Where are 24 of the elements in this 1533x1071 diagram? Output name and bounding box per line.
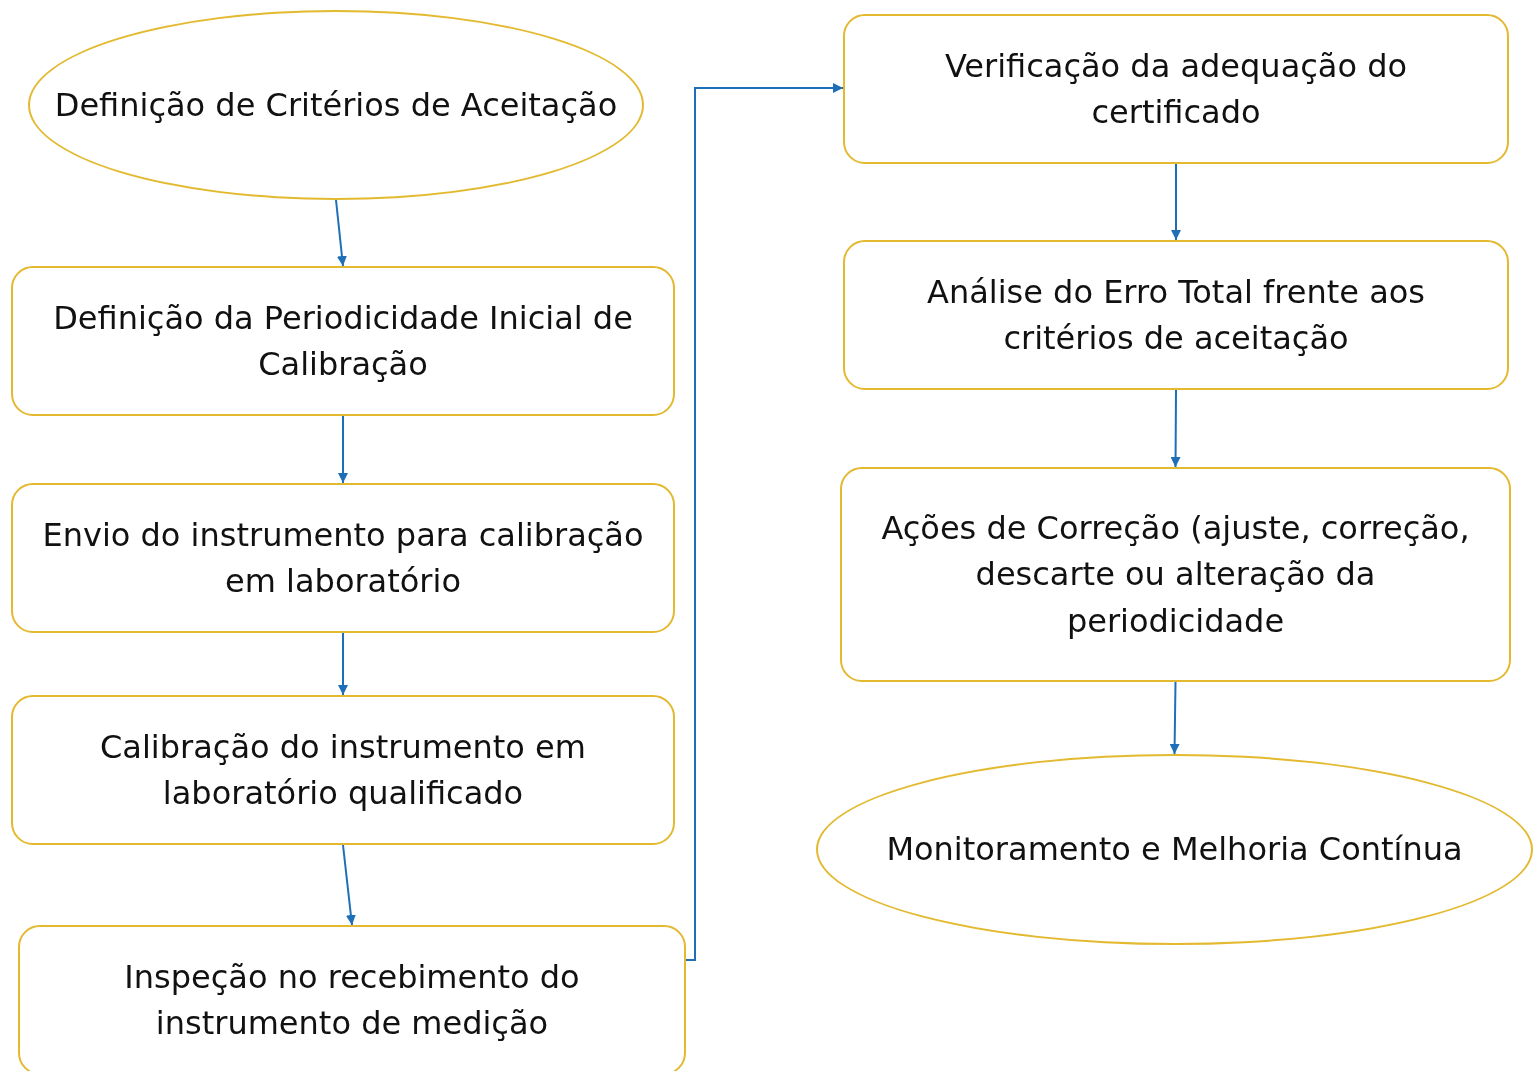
step-label: Monitoramento e Melhoria Contínua: [886, 829, 1463, 871]
step-label: Definição da Periodicidade Inicial de Calibração: [52, 297, 634, 385]
process-box: [11, 266, 675, 416]
step-label: Envio do instrumento para calibração em laboratório: [41, 514, 645, 602]
arrow: [1169, 681, 1180, 755]
process-box: [11, 695, 675, 845]
arrow: [335, 199, 347, 267]
process-box: [840, 467, 1511, 682]
process-box: [843, 14, 1509, 164]
step-label: Inspeção no recebimento do instrumento de medição: [123, 956, 581, 1044]
arrow: [685, 83, 844, 961]
arrow: [338, 415, 348, 484]
step-label: Verificação da adequação do certificado: [943, 45, 1409, 133]
arrow: [1170, 389, 1181, 468]
process-box: [11, 483, 675, 633]
process-box: [18, 925, 686, 1071]
step-label: Ações de Correção (ajuste, correção, descarte ou alteração da periodicidade: [880, 507, 1471, 642]
arrow: [342, 844, 356, 926]
process-box: [843, 240, 1509, 390]
step-label: Análise do Erro Total frente aos critérios de aceitação: [926, 271, 1426, 359]
step-label: Calibração do instrumento em laboratório qualificado: [99, 726, 587, 814]
arrow: [338, 632, 348, 696]
step-label: Definição de Critérios de Aceitação: [54, 84, 618, 126]
arrow: [1171, 163, 1181, 241]
